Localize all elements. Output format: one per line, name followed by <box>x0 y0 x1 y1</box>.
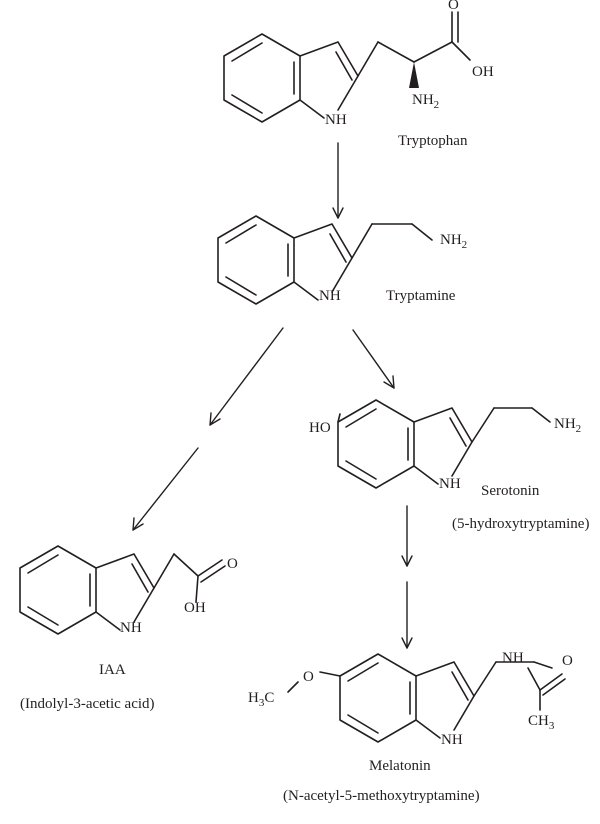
ho-label: HO <box>309 420 331 436</box>
serotonin-molecule: NH HO NH2 Serotonin (5-hydroxytryptamine… <box>309 399 589 532</box>
oh-label: OH <box>472 64 494 80</box>
iaa-name: IAA <box>99 662 126 678</box>
nh-label: NH <box>325 112 347 128</box>
nh2-label: NH2 <box>440 232 467 251</box>
nh-amide-label: NH <box>502 650 524 666</box>
iaa-molecule: NH O OH IAA (Indolyl-3-acetic acid) <box>19 545 238 712</box>
iaa-alt-name: (Indolyl-3-acetic acid) <box>20 696 155 712</box>
nh-label: NH <box>439 476 461 492</box>
arrow-tryptamine-to-iaa <box>132 327 284 531</box>
tryptophan-name: Tryptophan <box>398 133 468 149</box>
arrow-tryptophan-to-tryptamine <box>332 142 344 219</box>
melatonin-molecule: NH O H3C NH O CH3 Melatonin (N-acetyl-5-… <box>248 650 573 804</box>
oh-label: OH <box>184 600 206 616</box>
tryptamine-name: Tryptamine <box>386 288 456 304</box>
arrow-tryptamine-to-serotonin <box>352 329 395 389</box>
nh-label: NH <box>120 620 142 636</box>
nh-label: NH <box>441 732 463 748</box>
h3c-label: H3C <box>248 690 274 709</box>
ch3-label: CH3 <box>528 713 555 732</box>
melatonin-alt-name: (N-acetyl-5-methoxytryptamine) <box>283 788 480 804</box>
melatonin-name: Melatonin <box>369 758 431 774</box>
nh2-label: NH2 <box>412 92 439 111</box>
nh-label: NH <box>319 288 341 304</box>
o-label: O <box>562 653 573 669</box>
wedge-bond <box>409 62 419 88</box>
nh2-label: NH2 <box>554 416 581 435</box>
serotonin-alt-name: (5-hydroxytryptamine) <box>452 516 589 532</box>
arrow-serotonin-to-melatonin <box>401 505 413 649</box>
o-label: O <box>227 556 238 572</box>
o-label: O <box>303 669 314 685</box>
tryptamine-molecule: NH NH2 Tryptamine <box>217 215 467 305</box>
o-label: O <box>448 0 459 13</box>
serotonin-name: Serotonin <box>481 483 540 499</box>
tryptophan-molecule: NH O OH NH2 Tryptophan <box>223 0 494 149</box>
